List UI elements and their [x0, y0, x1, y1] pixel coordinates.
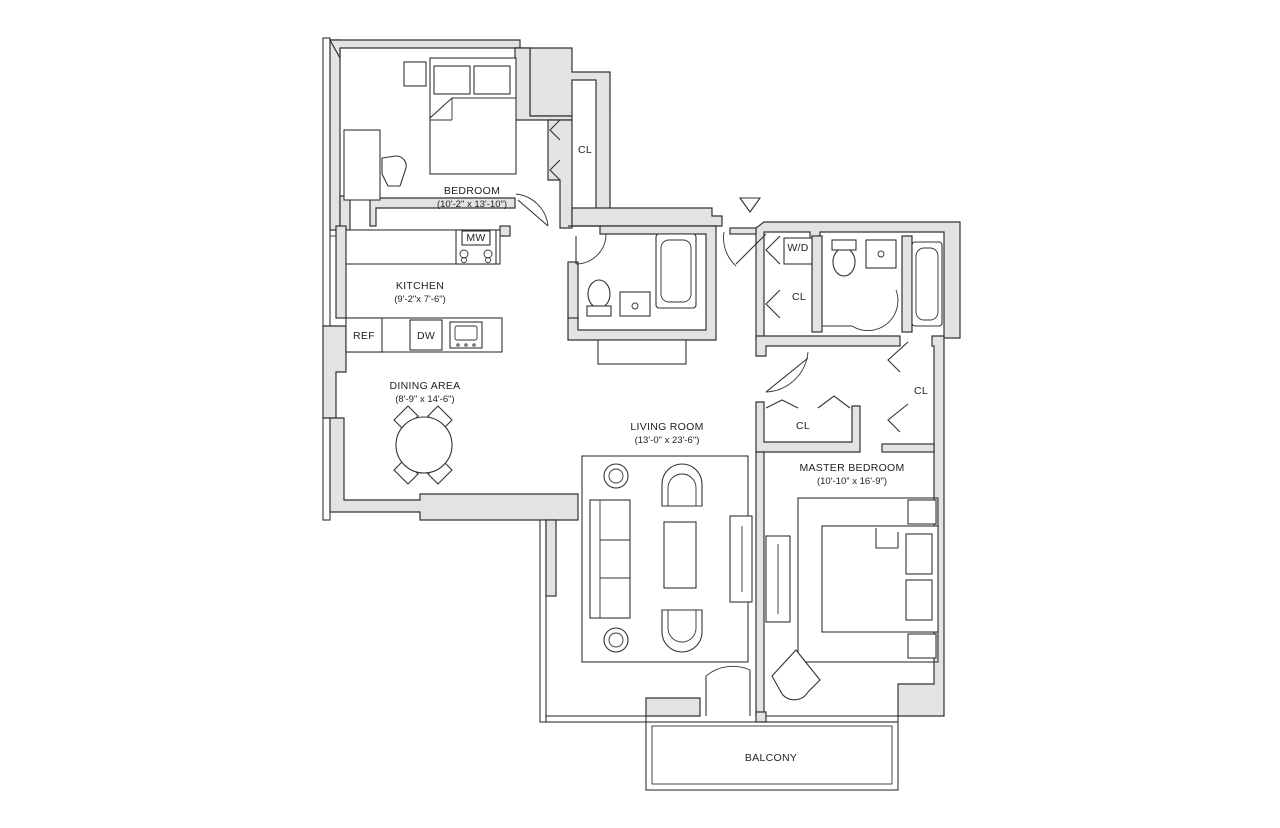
dining-label: DINING AREA: [390, 380, 461, 392]
window-left-upper: [322, 37, 331, 327]
living-dims: (13'-0" x 23'-6"): [635, 435, 700, 446]
bedroom-dims: (10'-2" x 13'-10"): [437, 199, 507, 210]
bedroom-furniture: [343, 57, 517, 201]
sofa-icon: [589, 499, 631, 619]
wall-bedroom-base: [369, 197, 516, 227]
side-table: [603, 463, 629, 489]
wall-top-bedroom: [328, 39, 521, 61]
bedroom-label: BEDROOM: [444, 185, 500, 197]
wall-closet-right-bottom: [881, 443, 935, 453]
closet-label-bedroom: CL: [578, 144, 592, 156]
entry-marker-icon: [738, 197, 762, 213]
toilet-icon-2: [832, 247, 856, 277]
bathtub-icon: [655, 233, 697, 309]
balcony: [645, 721, 899, 791]
refrigerator-label: REF: [353, 330, 375, 342]
desk: [343, 129, 381, 201]
washer-dryer-label: W/D: [787, 242, 808, 254]
wall-kitchen-nub: [499, 225, 511, 237]
bath-1-fixtures: [586, 233, 697, 365]
closet-label-mid: CL: [796, 420, 810, 432]
toilet-icon: [587, 279, 611, 309]
wall-bath-1-left: [567, 261, 579, 319]
window-bottom-right: [763, 715, 899, 723]
wall-closet: [547, 119, 573, 229]
media-console: [729, 515, 753, 603]
wall-master-left: [755, 451, 765, 717]
armchair-icon: [661, 463, 703, 507]
balcony-label: BALCONY: [745, 752, 797, 764]
wall-bedroom-bottom-left: [339, 195, 351, 231]
vanity-shelf: [597, 339, 687, 365]
master-sink-icon: [865, 239, 897, 269]
wall-bath-divider: [901, 235, 913, 333]
wall-bath-1: [567, 225, 717, 341]
dining-dims: (8'-9" x 14'-6"): [395, 394, 454, 405]
wall-entry-right: [729, 227, 757, 235]
closet-label-right: CL: [914, 385, 928, 397]
master-furniture: [765, 497, 939, 701]
desk-chair: [381, 155, 407, 187]
wall-left-mid: [322, 325, 347, 419]
window-living-left: [539, 519, 547, 723]
wall-kitchen-left: [335, 225, 347, 319]
wall-left-bedroom: [329, 39, 341, 231]
master-label: MASTER BEDROOM: [799, 462, 904, 474]
dishwasher-icon: [409, 319, 443, 351]
kitchen-dims: (9'-2"x 7'-6"): [394, 294, 446, 305]
window-bottom-left: [545, 715, 647, 723]
kitchen-label: KITCHEN: [396, 280, 444, 292]
wall-bottom-right-nub: [755, 711, 767, 723]
dishwasher-label: DW: [417, 330, 435, 342]
master-bathtub-icon: [911, 241, 943, 327]
master-bath-fixtures: [783, 237, 943, 327]
wall-wd-divider: [811, 235, 823, 333]
lounge-chair-icon: [771, 649, 821, 701]
washer-dryer-icon: [783, 237, 813, 265]
living-furniture: [581, 455, 753, 663]
master-dims: (10'-10" x 16'-9"): [817, 476, 887, 487]
wall-living-left: [545, 519, 557, 597]
wall-dining-bottom: [329, 417, 579, 521]
bath-sink-icon: [619, 291, 651, 317]
nightstand: [403, 61, 427, 87]
room-labels: BEDROOM (10'-2" x 13'-10") KITCHEN (9'-2…: [353, 144, 928, 764]
window-left-lower: [322, 417, 331, 521]
doors: [515, 119, 909, 716]
wall-closet-mid: [755, 401, 861, 453]
wall-column-bottom: [645, 697, 701, 717]
armchair-icon-2: [661, 609, 703, 653]
master-nightstand-2: [907, 633, 937, 659]
dining-table-icon: [395, 416, 453, 474]
wall-master-bath-bottom: [755, 335, 901, 357]
wall-corridor-top: [571, 207, 723, 227]
coffee-table: [663, 521, 697, 589]
microwave-label: MW: [466, 232, 485, 244]
side-table-2: [603, 627, 629, 653]
master-nightstand: [907, 499, 937, 525]
refrigerator-icon: [345, 317, 383, 353]
dining-table: [393, 405, 453, 485]
kitchen-fixtures: [345, 229, 503, 353]
closet-label-wd: CL: [792, 291, 806, 303]
living-label: LIVING ROOM: [630, 421, 703, 433]
